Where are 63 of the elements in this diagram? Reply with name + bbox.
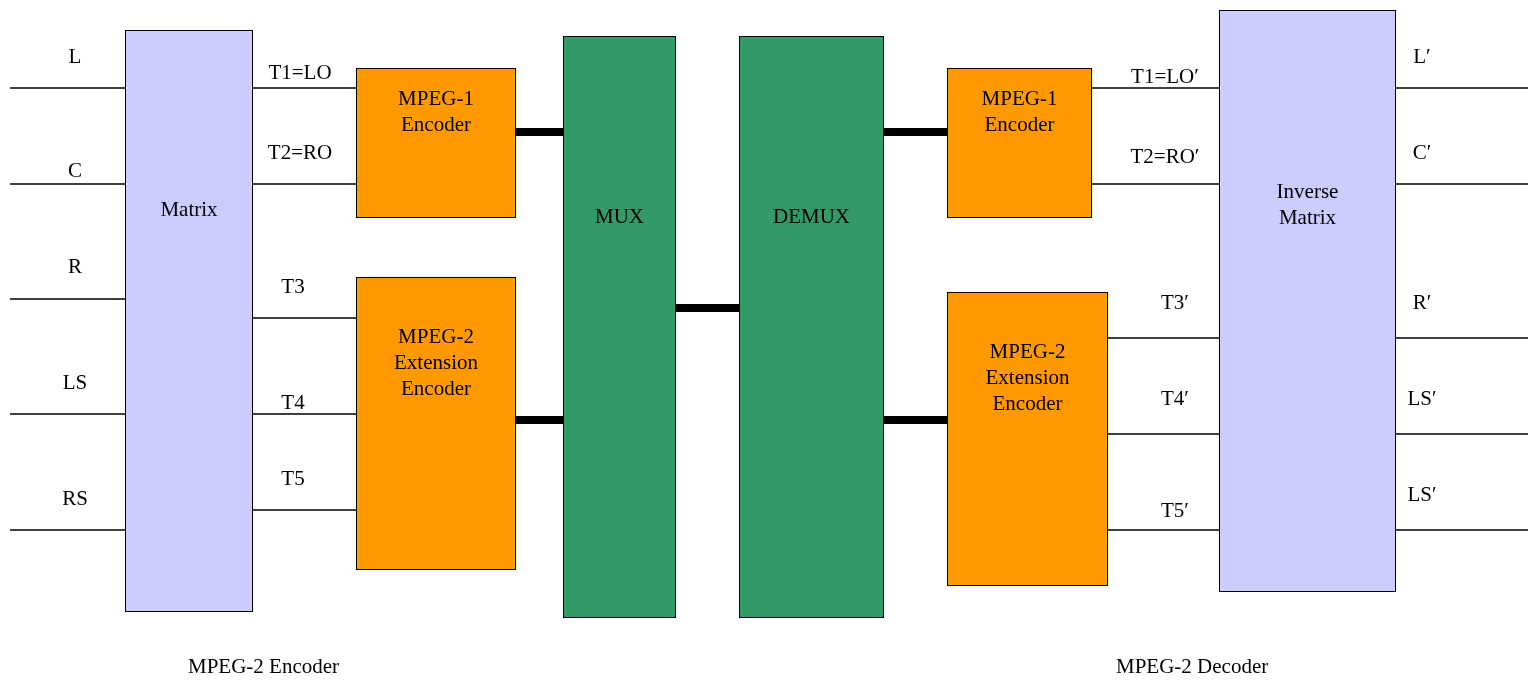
encoder-block	[356, 277, 516, 570]
edge-label: R′	[1412, 290, 1432, 314]
edge-label: T4	[281, 390, 305, 414]
signal-line	[252, 87, 357, 89]
encoder-block	[947, 292, 1108, 586]
edge-label: T2=RO	[267, 140, 333, 164]
signal-line	[1395, 433, 1528, 435]
signal-line	[1395, 183, 1528, 185]
edge-label: C′	[1412, 140, 1432, 164]
signal-line	[1091, 87, 1220, 89]
block-label: MPEG-2 Extension Encoder	[393, 323, 479, 401]
edge-label: RS	[62, 486, 88, 510]
bus-line	[676, 304, 739, 312]
edge-label: T5	[281, 466, 305, 490]
edge-label: L	[68, 44, 82, 68]
block-label: MPEG-1 Encoder	[397, 85, 475, 137]
bus-line	[516, 416, 563, 424]
signal-line	[252, 509, 357, 511]
multiplexer-block	[563, 36, 676, 618]
encoder-block	[947, 68, 1092, 218]
matrix-block	[1219, 10, 1396, 592]
block-label: MPEG-2 Extension Encoder	[984, 338, 1071, 416]
encoder-block	[356, 68, 516, 218]
block-label: Matrix	[159, 196, 219, 222]
section-caption: MPEG-2 Decoder	[1116, 654, 1269, 679]
section-caption: MPEG-2 Encoder	[188, 654, 340, 679]
signal-line	[9, 413, 126, 415]
edge-label: C	[68, 158, 82, 182]
signal-line	[9, 183, 126, 185]
edge-label: T3	[281, 274, 305, 298]
edge-label: LS′	[1407, 482, 1437, 506]
bus-line	[884, 128, 947, 136]
edge-label: T2=RO′	[1130, 144, 1200, 168]
edge-label: L′	[1413, 44, 1431, 68]
signal-line	[1395, 337, 1528, 339]
block-label: MUX	[594, 203, 645, 229]
signal-line	[1107, 529, 1220, 531]
edge-label: T1=LO	[268, 60, 332, 84]
edge-label: T5′	[1161, 498, 1189, 522]
edge-label: T3′	[1161, 290, 1189, 314]
signal-line	[1395, 529, 1528, 531]
signal-line	[252, 413, 357, 415]
signal-line	[252, 183, 357, 185]
signal-line	[9, 529, 126, 531]
signal-line	[1107, 433, 1220, 435]
bus-line	[884, 416, 947, 424]
matrix-block	[125, 30, 253, 612]
signal-line	[1395, 87, 1528, 89]
block-label: Inverse Matrix	[1275, 178, 1340, 230]
edge-label: LS	[62, 370, 88, 394]
multiplexer-block	[739, 36, 884, 618]
edge-label: T1=LO′	[1131, 64, 1199, 88]
block-label: DEMUX	[772, 203, 851, 229]
edge-label: R	[68, 254, 82, 278]
block-label: MPEG-1 Encoder	[980, 85, 1059, 137]
signal-line	[1091, 183, 1220, 185]
edge-label: LS′	[1407, 386, 1437, 410]
signal-line	[9, 298, 126, 300]
signal-line	[252, 317, 357, 319]
signal-line	[9, 87, 126, 89]
edge-label: T4′	[1161, 386, 1189, 410]
bus-line	[516, 128, 563, 136]
signal-line	[1107, 337, 1220, 339]
